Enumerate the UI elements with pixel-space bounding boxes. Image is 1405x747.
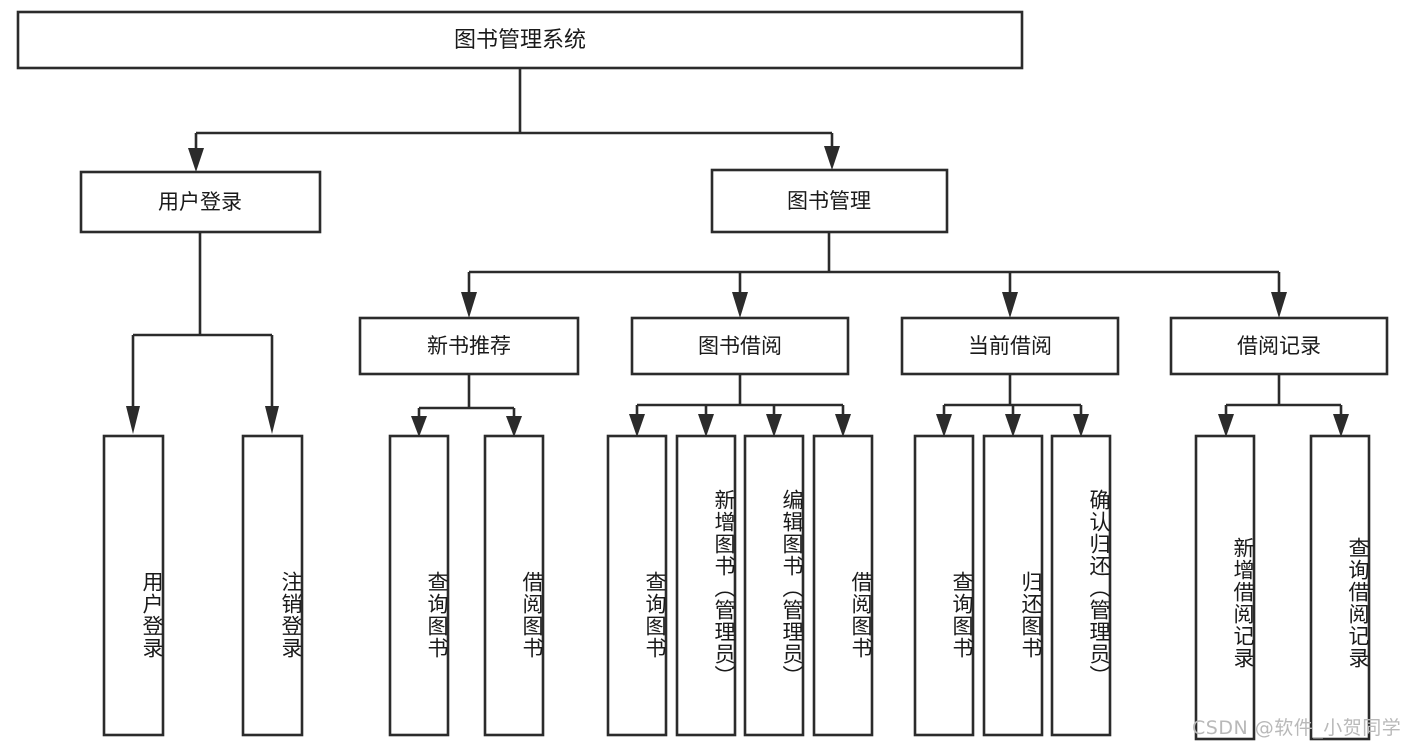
arrow-head-borrowrecord-leaf-1 (1218, 414, 1234, 437)
arrow-head-bookborrow-leaf-1 (629, 414, 645, 437)
node-new-book-recommend[interactable]: 新书推荐 (358, 316, 580, 376)
connector-layer (126, 68, 1349, 437)
arrow-head-bookborrow-leaf-3 (766, 414, 782, 437)
leaf-box-nbr-query-book[interactable] (388, 434, 450, 737)
node-root-box (16, 10, 1024, 70)
csdn-watermark: CSDN @软件_小贺同学 (1192, 717, 1402, 739)
node-borrow-record-label: 借阅记录 (1237, 334, 1321, 358)
node-borrow-record[interactable]: 借阅记录 (1169, 316, 1389, 376)
arrow-head-currentborrow-leaf-3 (1073, 414, 1089, 437)
arrow-head-bookborrow (732, 292, 748, 318)
arrow-head-newbook (461, 292, 477, 318)
leaf-box-bb-add-book-admin[interactable] (675, 434, 737, 737)
node-book-borrow-label: 图书借阅 (698, 334, 782, 358)
node-book-borrow-box (630, 316, 850, 376)
arrow-head-bookborrow-leaf-4 (835, 414, 851, 437)
arrow-head-leaf-user-login (126, 406, 140, 434)
node-book-management-box (710, 168, 949, 234)
leaf-box-user-login[interactable] (102, 434, 165, 737)
arrow-head-newbook-leaf-1 (411, 416, 427, 437)
leaf-box-br-query-record[interactable] (1309, 434, 1371, 741)
arrow-head-currentborrow-leaf-2 (1005, 414, 1021, 437)
node-book-management[interactable]: 图书管理 (710, 168, 949, 234)
leaf-box-logout[interactable] (241, 434, 304, 737)
arrow-head-borrowrecord-leaf-2 (1333, 414, 1349, 437)
node-user-login-label: 用户登录 (158, 190, 242, 214)
node-book-borrow[interactable]: 图书借阅 (630, 316, 850, 376)
arrow-head-currentborrow-leaf-1 (936, 414, 952, 437)
node-user-login-box (79, 170, 322, 234)
node-current-borrow-label: 当前借阅 (968, 334, 1052, 358)
arrow-head-userlogin (188, 148, 204, 172)
node-new-book-recommend-box (358, 316, 580, 376)
node-root-book-management-system[interactable]: 图书管理系统 (16, 10, 1024, 70)
arrow-head-currentborrow (1002, 292, 1018, 318)
arrow-head-leaf-logout (265, 406, 279, 434)
leaf-box-cb-return-book[interactable] (982, 434, 1044, 737)
leaf-box-cb-query-book[interactable] (913, 434, 975, 737)
node-book-management-label: 图书管理 (787, 189, 871, 213)
leaf-box-bb-borrow-book[interactable] (812, 434, 874, 737)
arrow-head-borrowrecord (1271, 292, 1287, 318)
node-new-book-recommend-label: 新书推荐 (427, 334, 511, 358)
node-current-borrow-box (900, 316, 1120, 376)
leaf-box-nbr-borrow-book[interactable] (483, 434, 545, 737)
node-root-label: 图书管理系统 (454, 28, 586, 53)
leaf-box-cb-confirm-return-admin[interactable] (1050, 434, 1112, 737)
leaf-box-bb-edit-book-admin[interactable] (743, 434, 805, 737)
leaf-box-br-add-record[interactable] (1194, 434, 1256, 741)
arrow-head-bookborrow-leaf-2 (698, 414, 714, 437)
arrow-head-bookmgmt (824, 146, 840, 170)
leaf-box-bb-query-book[interactable] (606, 434, 668, 737)
arrow-head-newbook-leaf-2 (506, 416, 522, 437)
node-user-login[interactable]: 用户登录 (79, 170, 322, 234)
node-borrow-record-box (1169, 316, 1389, 376)
node-current-borrow[interactable]: 当前借阅 (900, 316, 1120, 376)
